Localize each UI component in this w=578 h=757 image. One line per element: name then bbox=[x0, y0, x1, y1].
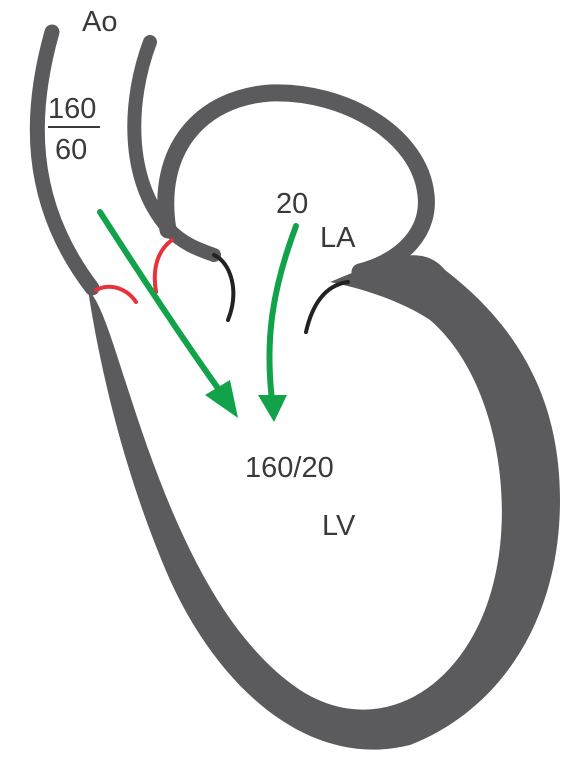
aortic-leaflet-right bbox=[152, 238, 174, 294]
atrium-wall bbox=[157, 84, 435, 281]
mitral-arrowhead-icon bbox=[258, 395, 287, 422]
aortic-arrowhead-icon bbox=[205, 380, 238, 418]
mitral-posterior-leaflet bbox=[304, 280, 350, 334]
mitral-flow-arrow-icon bbox=[266, 223, 299, 403]
mitral-anterior-leaflet bbox=[212, 253, 236, 322]
label-aortic-pressure-systolic: 160 bbox=[48, 93, 96, 125]
label-ventricular-pressure: 160/20 bbox=[245, 452, 334, 484]
ventricle-wall bbox=[88, 255, 560, 750]
aorta-inner-wall bbox=[127, 35, 221, 262]
label-atrial-pressure: 20 bbox=[276, 188, 308, 220]
label-left-ventricle: LV bbox=[322, 510, 356, 542]
aortic-regurgitation-arrow-icon bbox=[97, 209, 233, 408]
label-aorta: Ao bbox=[82, 6, 117, 38]
label-aortic-pressure-diastolic: 60 bbox=[55, 134, 87, 166]
aortic-leaflet-left bbox=[94, 284, 138, 304]
aorta-outer-wall bbox=[29, 24, 100, 296]
label-left-atrium: LA bbox=[320, 222, 356, 254]
